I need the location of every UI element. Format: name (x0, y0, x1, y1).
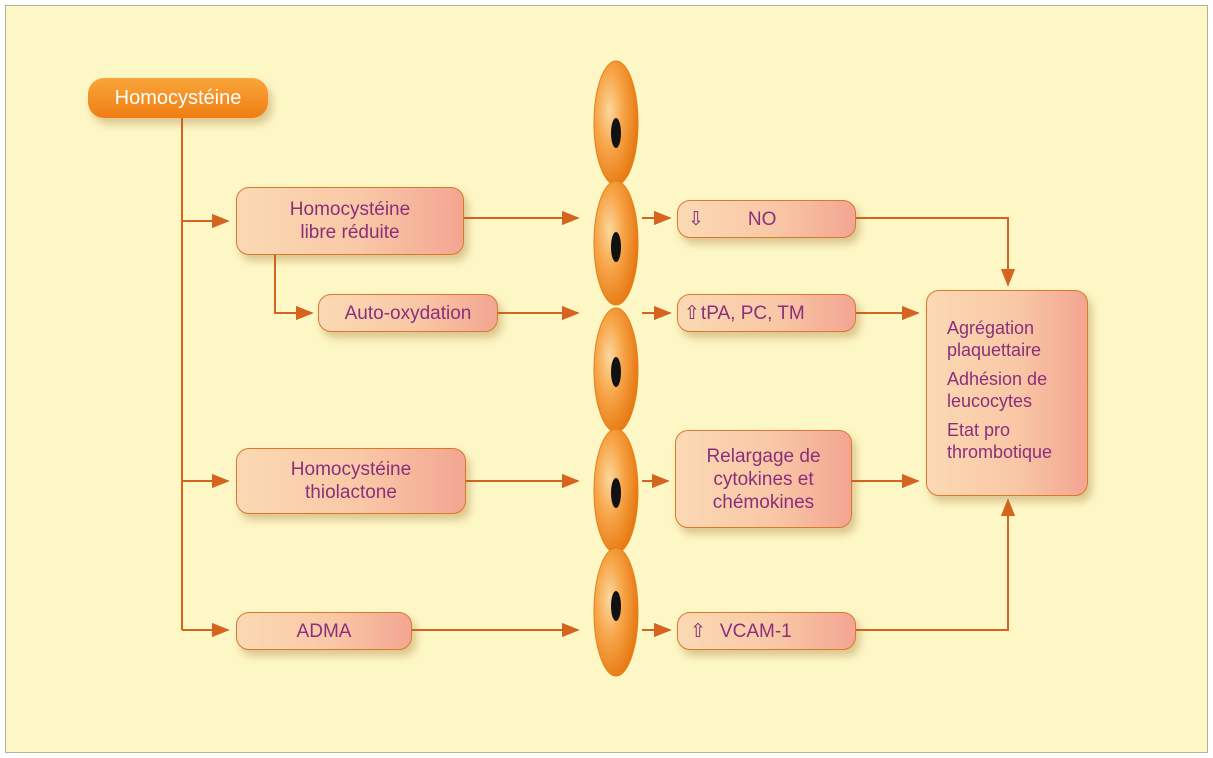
outcome-platelet-aggregation: Agrégation plaquettaire (947, 317, 1042, 360)
cytokines-line-3: chémokines (712, 491, 815, 513)
no-effect-box: ⇩ NO (677, 200, 856, 238)
adma-label: ADMA (296, 620, 352, 642)
outcomes-box: Agrégation plaquettaire Adhésion de leuc… (926, 290, 1088, 496)
arrow-no-to-outcomes (856, 217, 1016, 287)
outcome-leukocyte-adhesion: Adhésion de leucocytes (947, 368, 1048, 411)
arrow-to-auto-oxidation (274, 255, 314, 321)
vcam-effect-box: ⇧ VCAM-1 (677, 612, 856, 650)
cell-nucleus (611, 478, 621, 508)
outcome-prothrombotic-state: Etat pro thrombotique (947, 419, 1053, 462)
auto-oxidation-box: Auto-oxydation (318, 294, 498, 332)
free-reduced-line-1: Homocystéine (289, 199, 411, 220)
up-arrow-icon: ⇧ (690, 620, 706, 642)
source-label: Homocystéine (114, 86, 242, 109)
vcam-label: VCAM-1 (719, 620, 792, 642)
cytokines-line-1: Relargage de (706, 445, 821, 467)
up-arrow-icon: ⇧ (684, 302, 700, 324)
cell-nucleus (611, 232, 621, 262)
cytokines-effect-box: Relargage de cytokines et chémokines (675, 430, 852, 528)
auto-oxidation-label: Auto-oxydation (344, 302, 472, 324)
no-label: NO (747, 208, 777, 230)
cell-nucleus (611, 591, 621, 621)
homocysteine-source-box: Homocystéine (88, 78, 268, 118)
cell-nucleus (611, 357, 621, 387)
cytokines-line-2: cytokines et (713, 468, 814, 490)
endothelium (593, 60, 639, 677)
arrow-vcam-to-outcomes (856, 498, 1016, 631)
connectors (181, 116, 1016, 638)
tpa-effect-box: ⇧ tPA, PC, TM (677, 294, 856, 332)
thiolactone-line-2: thiolactone (305, 482, 397, 503)
free-reduced-homocysteine-box: Homocystéine libre réduite (236, 187, 464, 255)
down-arrow-icon: ⇩ (688, 208, 704, 230)
thiolactone-box: Homocystéine thiolactone (236, 448, 466, 514)
adma-box: ADMA (236, 612, 412, 650)
cell-nucleus (611, 118, 621, 148)
free-reduced-line-2: libre réduite (300, 222, 400, 243)
tpa-label: tPA, PC, TM (700, 302, 805, 324)
thiolactone-line-1: Homocystéine (290, 459, 412, 480)
